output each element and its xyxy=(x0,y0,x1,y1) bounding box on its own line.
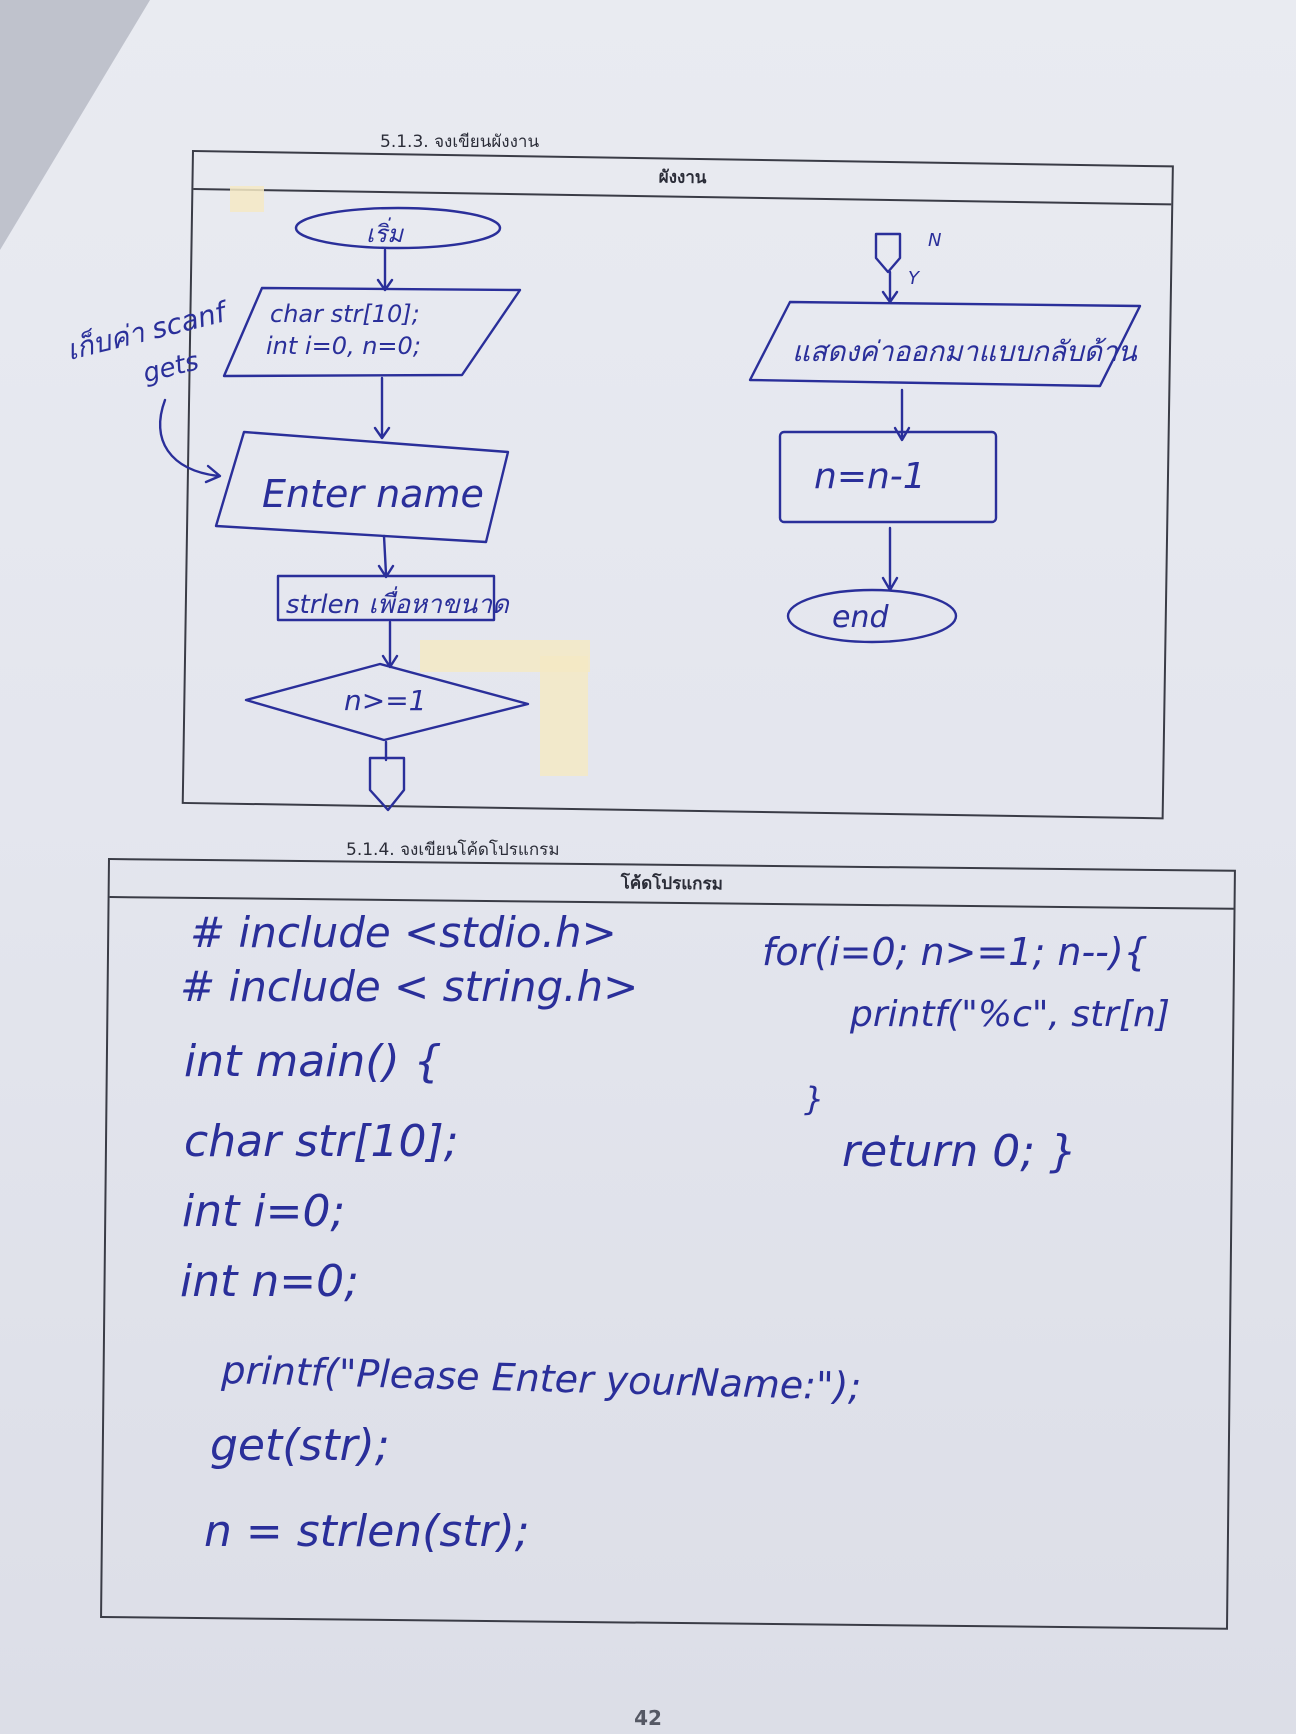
code-line: for(i=0; n>=1; n--){ xyxy=(762,930,1148,974)
code-line: printf("%c", str[n] xyxy=(850,994,1170,1035)
code-line: int main() { xyxy=(184,1036,442,1087)
tape-top-left xyxy=(230,186,264,212)
connector-bottom xyxy=(368,756,406,812)
input-parallelogram xyxy=(214,430,510,544)
page-number: 42 xyxy=(634,1706,662,1730)
arrow-start-to-declare xyxy=(376,248,394,292)
code-line: } xyxy=(804,1080,825,1118)
arrow-connector-to-output xyxy=(881,270,899,304)
strlen-process xyxy=(276,574,496,622)
output-parallelogram xyxy=(748,300,1142,388)
code-line: return 0; } xyxy=(842,1126,1078,1177)
arrow-declare-to-input xyxy=(373,376,391,440)
code-line: char str[10]; xyxy=(184,1116,459,1167)
arrow-decrement-to-end xyxy=(881,526,899,592)
input-label: Enter name xyxy=(262,472,484,516)
declare-label-line1: char str[10]; xyxy=(270,300,420,328)
flowchart-heading: 5.1.3. จงเขียนผังงาน xyxy=(380,132,540,152)
code-heading: 5.1.4. จงเขียนโค้ดโปรแกรม xyxy=(346,840,560,860)
code-line: int n=0; xyxy=(180,1256,359,1307)
connector-top xyxy=(874,232,902,274)
folded-paper-corner xyxy=(0,0,150,250)
decision-diamond xyxy=(244,662,530,742)
code-box-title: โค้ดโปรแกรม xyxy=(109,860,1234,910)
no-label: N xyxy=(928,230,942,251)
side-note-arrow xyxy=(159,398,222,484)
arrow-strlen-to-decision xyxy=(381,620,399,669)
output-label: แสดงค่าออกมาแบบกลับด้าน xyxy=(792,335,1137,368)
strlen-label: strlen เพื่อหาขนาด xyxy=(286,590,509,620)
tape-side xyxy=(540,656,588,776)
arrow-input-to-strlen xyxy=(377,534,395,579)
start-terminator xyxy=(294,206,502,250)
end-label: end xyxy=(832,600,889,635)
code-line: n = strlen(str); xyxy=(204,1506,530,1557)
decrement-label: n=n-1 xyxy=(814,456,926,497)
yes-label: Y xyxy=(908,268,919,289)
code-line: # include < string.h> xyxy=(180,962,639,1011)
declare-label-line2: int i=0, n=0; xyxy=(266,332,421,360)
decision-label: n>=1 xyxy=(344,684,427,717)
code-line: # include <stdio.h> xyxy=(190,908,617,957)
start-label: เริ่ม xyxy=(366,220,403,248)
code-line: int i=0; xyxy=(182,1186,346,1237)
end-terminator xyxy=(786,588,958,644)
decrement-process xyxy=(778,430,998,524)
code-line: get(str); xyxy=(210,1420,390,1471)
declare-parallelogram xyxy=(222,286,522,378)
